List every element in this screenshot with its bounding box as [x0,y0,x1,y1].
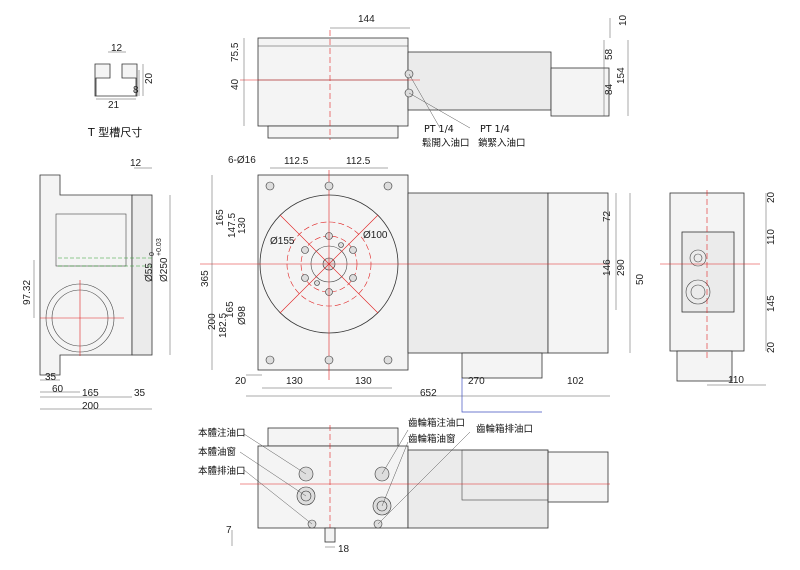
dim-top-10: 10 [618,14,629,26]
dim-tslot-top: 12 [111,43,123,54]
dim-top-144: 144 [358,14,375,25]
dim-front-holes: 6-Ø16 [228,155,256,166]
t-slot-detail: 12 21 8 20 T 型槽尺寸 [87,43,155,139]
t-slot-profile [94,63,138,97]
dim-top-154: 154 [616,67,627,84]
label-body-window: 本體油窗 [198,446,236,458]
t-slot-title: T 型槽尺寸 [87,125,142,139]
top-base [267,125,399,139]
dim-left-97_32: 97.32 [22,280,33,305]
dim-front-155: Ø155 [270,236,295,247]
dim-top-58: 58 [604,48,615,60]
front-motor [547,192,609,354]
bottom-key [324,527,336,543]
dim-right-110b: 110 [728,375,744,386]
dim-bottom-7: 7 [226,525,232,536]
dim-front-130: 130 [237,217,248,234]
bottom-gearbox [407,449,549,529]
dim-front-130b: 130 [355,376,372,387]
dim-left-35b: 35 [134,388,146,399]
port1-spec: PT 1/4 [424,124,454,135]
connector-small [689,249,707,267]
dim-front-20: 20 [235,376,247,387]
dim-top-84: 84 [604,83,615,95]
dim-front-112_5b: 112.5 [346,156,371,167]
label-gear-fill: 齒輪箱注油口 [408,417,465,429]
dim-right-145: 145 [766,295,777,312]
mount-hole [324,355,334,365]
right-view: 20 110 50 145 20 110 [635,190,777,386]
dim-front-165: 165 [215,209,226,226]
mount-hole [383,355,393,365]
dim-front-100: Ø100 [363,230,388,241]
dim-front-182_5: 182.5 [218,313,229,338]
dim-left-35a: 35 [45,372,57,383]
label-gear-drain: 齒輪箱排油口 [476,423,533,435]
bottom-body [257,445,409,529]
dim-tslot-h1: 8 [133,85,139,96]
port1-name: 鬆開入油口 [422,137,470,149]
dim-front-98: Ø98 [237,306,248,325]
dim-right-20a: 20 [766,191,777,203]
front-view: 6-Ø16 112.5 112.5 365 165 147.5 130 200 … [200,155,631,413]
left-body [39,174,133,376]
mount-hole [324,181,334,191]
dim-tslot-bottom: 21 [108,100,120,111]
mount-hole [265,181,275,191]
dim-front-147_5: 147.5 [227,213,238,238]
dim-front-146: 146 [602,259,613,276]
dim-front-270: 270 [468,376,485,387]
dim-left-12: 12 [130,158,142,169]
dim-right-50: 50 [635,273,646,285]
dim-left-tol-zero: 0 [149,252,156,256]
top-gearbox [407,51,552,111]
connector-large [685,279,711,305]
dim-front-72: 72 [602,210,613,222]
dim-bottom-18: 18 [338,544,350,555]
label-gear-window: 齒輪箱油窗 [408,433,456,445]
front-base-right [461,352,543,379]
bottom-motor [547,451,609,503]
dim-front-165b: 165 [225,301,236,318]
dim-left-tol-plus: +0.03 [156,238,163,256]
bottom-top-plate [267,427,399,447]
dim-right-110: 110 [766,229,777,245]
dim-left-55: Ø55 [144,263,155,282]
bottom-view: 本體注油口 本體油窗 本體排油口 齒輪箱注油口 齒輪箱油窗 齒輪箱排油口 7 1… [198,417,610,555]
top-view: 144 10 75.5 40 58 154 84 PT 1/4 鬆開入油口 PT… [230,14,629,149]
mount-hole [265,355,275,365]
dim-right-20b: 20 [766,341,777,353]
left-view: 12 Ø55 +0.03 0 Ø250 97.32 35 60 165 35 2… [22,158,171,412]
dim-top-75_5: 75.5 [230,42,241,62]
dim-left-250: Ø250 [159,257,170,282]
right-base [676,350,733,382]
port2-name: 鎖緊入油口 [478,137,526,149]
dim-top-40: 40 [230,78,241,90]
left-table [131,194,153,356]
right-connector-panel [681,231,735,313]
label-body-drain: 本體排油口 [198,465,246,477]
label-body-fill: 本體注油口 [198,427,246,439]
front-outline [461,378,542,413]
dim-front-130a: 130 [286,376,303,387]
dim-front-652: 652 [420,388,437,399]
dim-front-365: 365 [200,270,211,287]
port2-spec: PT 1/4 [480,124,510,135]
dim-front-290: 290 [616,259,627,276]
front-gearbox [407,192,549,354]
dim-tslot-h2: 20 [144,72,155,84]
dim-front-102: 102 [567,376,584,387]
dim-left-60: 60 [52,384,64,395]
top-motor [550,67,610,117]
dim-left-200: 200 [82,401,99,412]
mount-hole [383,181,393,191]
bottom-plate [461,449,549,501]
top-body [257,37,409,127]
dim-front-200: 200 [207,313,218,330]
dim-front-112_5a: 112.5 [284,156,309,167]
dim-left-165: 165 [82,388,99,399]
